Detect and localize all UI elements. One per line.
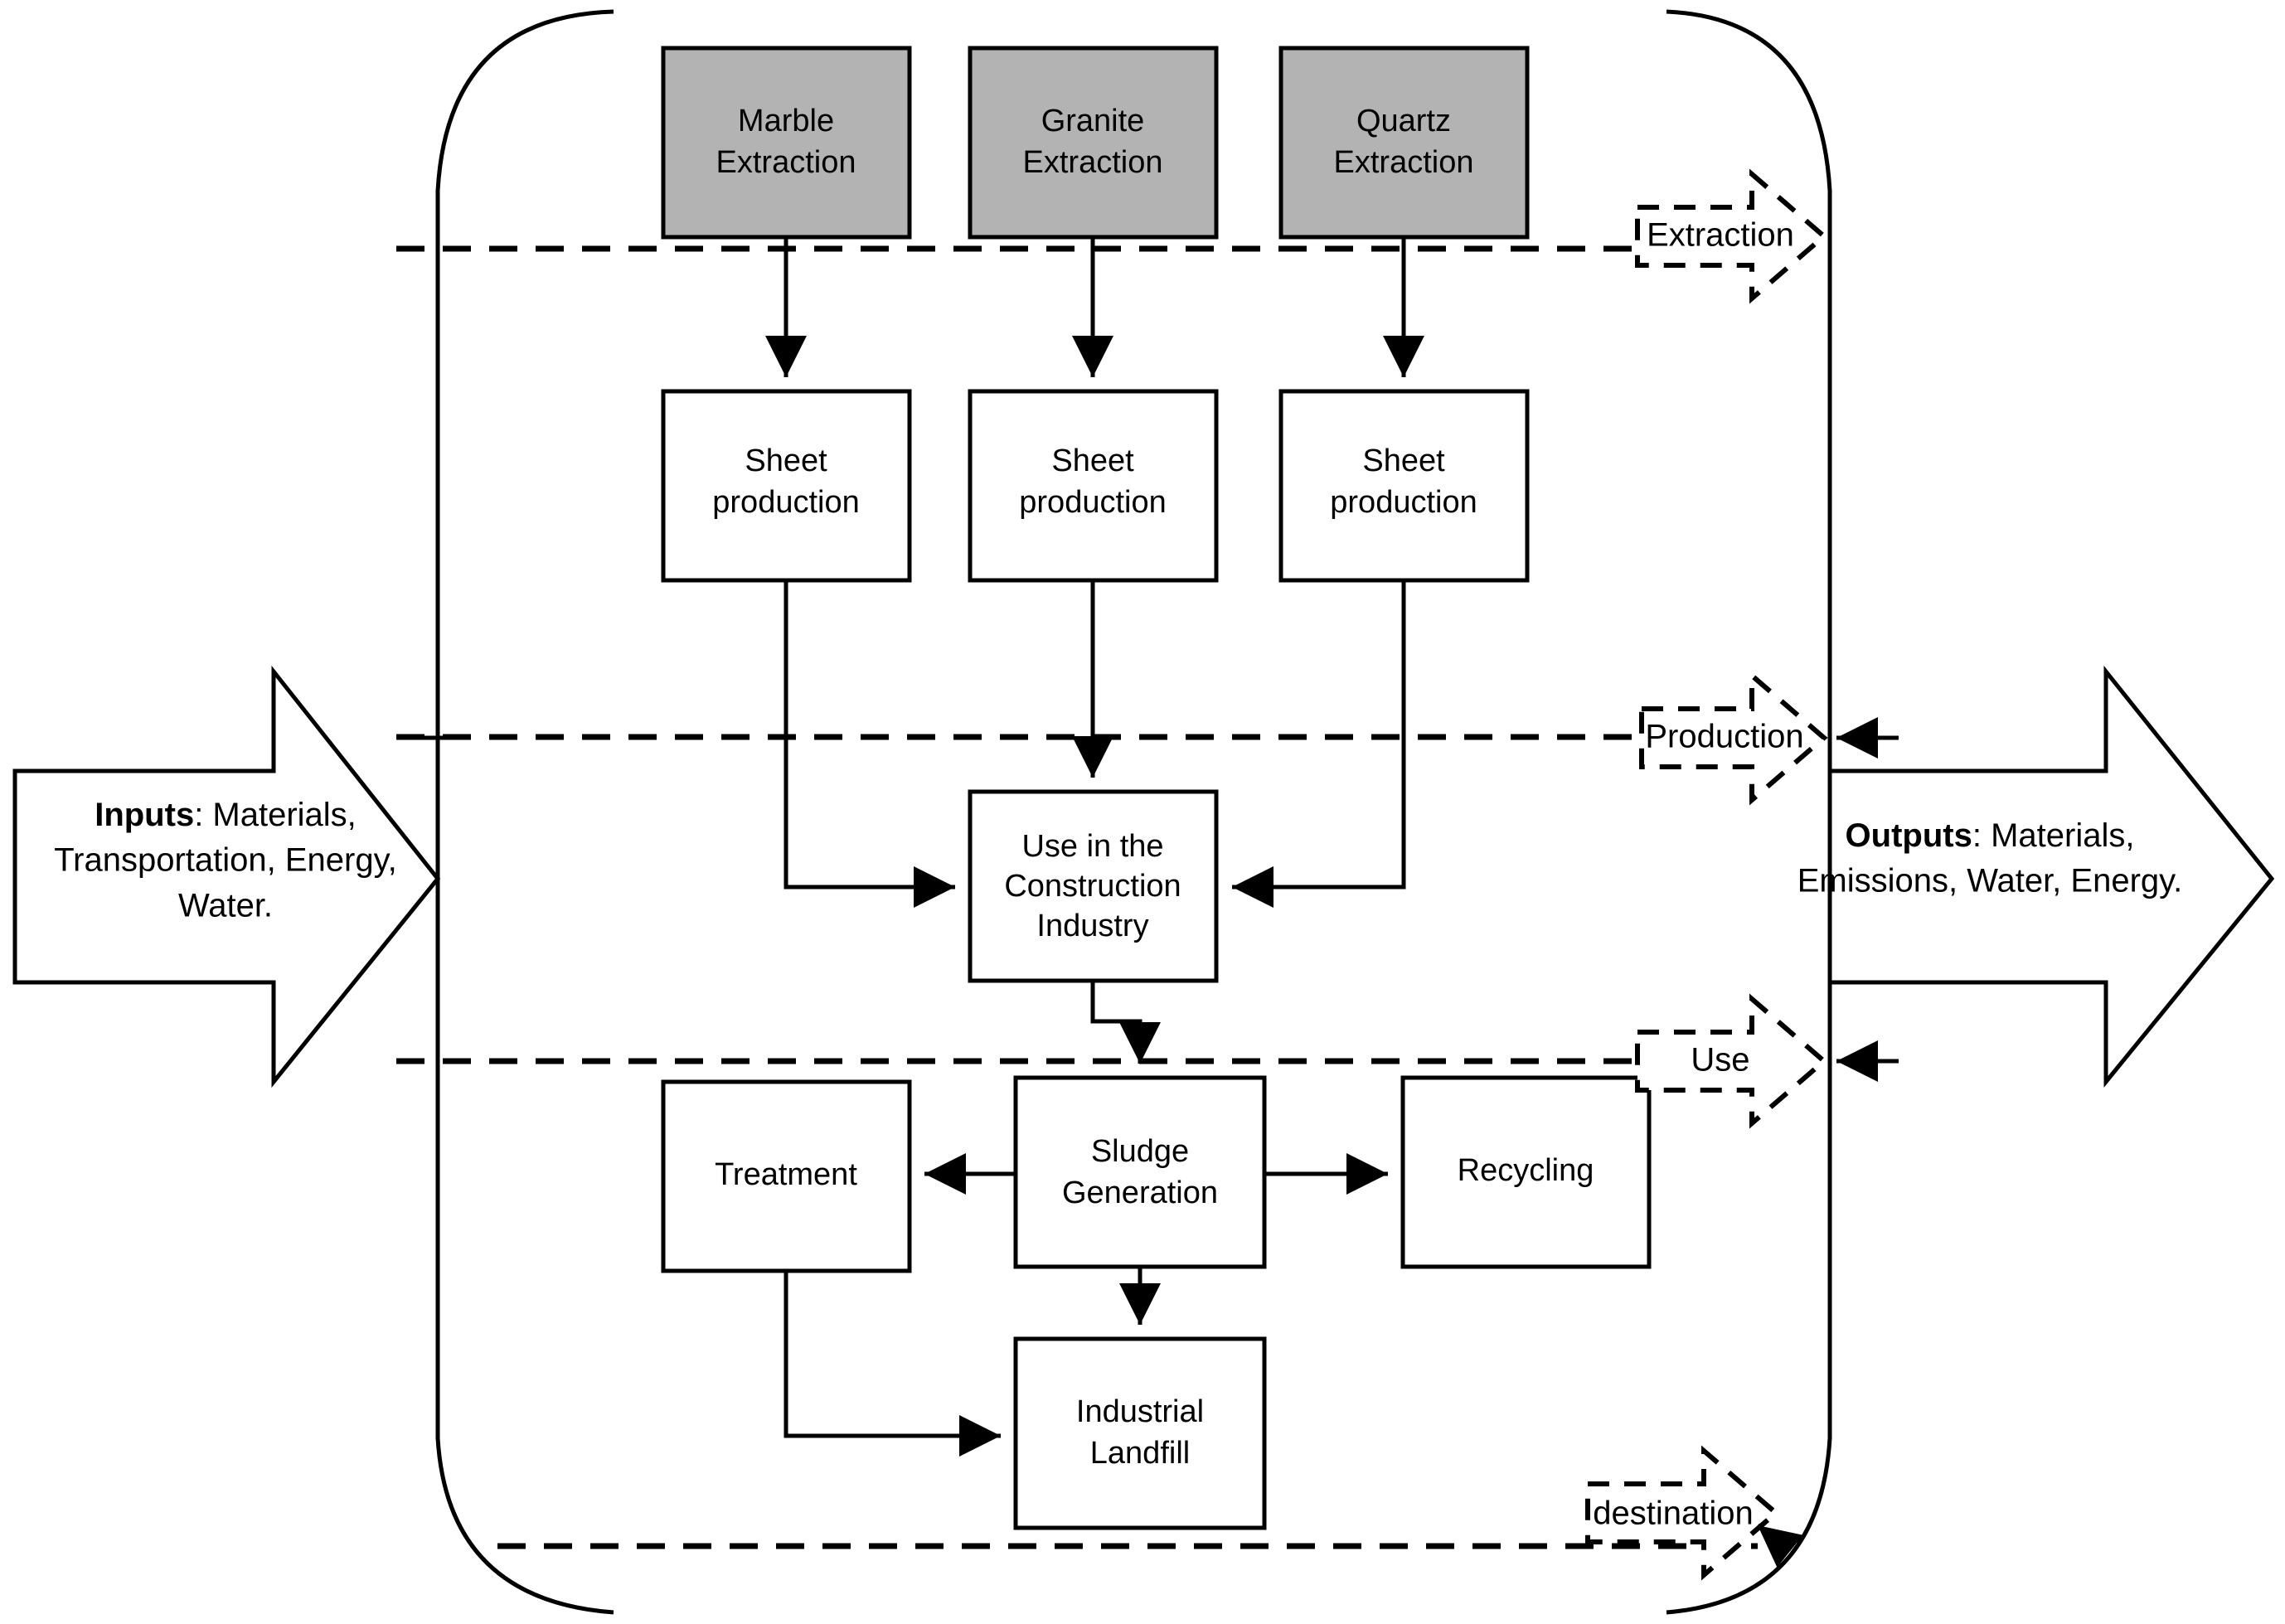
edge-sheet-marble-to-use <box>783 580 955 908</box>
sheet-production-marble-line-1: Sheet <box>745 444 827 478</box>
inputs-line-1: Inputs: Materials, <box>95 797 357 833</box>
sheet-production-quartz-line-1: Sheet <box>1362 444 1445 478</box>
stage-label-production[interactable]: Production <box>1639 670 1828 806</box>
stage-use-text: Use <box>1691 1042 1749 1079</box>
node-sludge-generation[interactable]: Sludge Generation <box>1013 1075 1267 1269</box>
node-granite-extraction[interactable]: Granite Extraction <box>968 46 1219 240</box>
sheet-production-granite-line-2: production <box>1019 485 1166 520</box>
use-construction-line-1: Use in the <box>1021 829 1163 864</box>
stage-label-destination[interactable]: destination <box>1585 1445 1780 1581</box>
node-treatment[interactable]: Treatment <box>661 1079 912 1273</box>
sheet-production-granite-line-1: Sheet <box>1051 444 1134 478</box>
granite-extraction-line-2: Extraction <box>1023 145 1163 180</box>
stage-extraction-text: Extraction <box>1647 217 1794 254</box>
flow-connectors <box>765 237 1424 1457</box>
node-recycling[interactable]: Recycling <box>1400 1075 1652 1269</box>
node-sheet-production-quartz[interactable]: Sheet production <box>1278 389 1530 583</box>
node-marble-extraction[interactable]: Marble Extraction <box>661 46 912 240</box>
edge-sheet-quartz-to-use <box>1232 580 1406 908</box>
outputs-line-1: Outputs: Materials, <box>1846 817 2135 854</box>
node-sheet-production-granite[interactable]: Sheet production <box>968 389 1219 583</box>
outputs-line-2: Emissions, Water, Energy. <box>1797 863 2183 899</box>
stage-production-text: Production <box>1645 719 1803 755</box>
marble-extraction-line-2: Extraction <box>716 145 856 180</box>
sheet-production-quartz-line-2: production <box>1330 485 1477 520</box>
sludge-generation-line-1: Sludge <box>1091 1134 1189 1169</box>
edge-use-to-sludge <box>1090 981 1161 1064</box>
node-quartz-extraction[interactable]: Quartz Extraction <box>1278 46 1530 240</box>
recycling-label: Recycling <box>1458 1153 1594 1188</box>
industrial-landfill-line-1: Industrial <box>1076 1394 1204 1429</box>
tick-destination <box>1756 1524 1803 1568</box>
node-sheet-production-marble[interactable]: Sheet production <box>661 389 912 583</box>
node-industrial-landfill[interactable]: Industrial Landfill <box>1013 1336 1267 1530</box>
stage-destination-text: destination <box>1593 1496 1753 1532</box>
quartz-extraction-line-2: Extraction <box>1334 145 1474 180</box>
stage-label-extraction[interactable]: Extraction <box>1635 168 1828 304</box>
inputs-line-3: Water. <box>178 888 273 924</box>
use-construction-line-2: Construction <box>1004 869 1181 904</box>
sludge-generation-line-2: Generation <box>1062 1176 1218 1210</box>
extraction-row: Marble Extraction Granite Extraction Qua… <box>661 46 1530 240</box>
outputs-arrow: Outputs: Materials, Emissions, Water, En… <box>1797 665 2275 1088</box>
sheet-production-marble-line-2: production <box>712 485 859 520</box>
marble-extraction-line-1: Marble <box>738 104 834 138</box>
inputs-line-2: Transportation, Energy, <box>54 842 397 879</box>
use-construction-line-3: Industry <box>1036 909 1148 943</box>
node-use-construction[interactable]: Use in the Construction Industry <box>968 789 1219 983</box>
stage-label-use[interactable]: Use <box>1635 993 1828 1129</box>
edge-treatment-to-landfill <box>783 1271 1001 1457</box>
inputs-arrow: Inputs: Materials, Transportation, Energ… <box>12 665 441 1088</box>
destination-row: Treatment Sludge Generation Recycling In… <box>661 1075 1652 1530</box>
quartz-extraction-line-1: Quartz <box>1356 104 1451 138</box>
production-row: Sheet production Sheet production Sheet … <box>661 389 1530 583</box>
treatment-label: Treatment <box>715 1157 857 1192</box>
industrial-landfill-line-2: Landfill <box>1090 1436 1190 1471</box>
granite-extraction-line-1: Granite <box>1041 104 1145 138</box>
stage-boundary-ticks <box>419 717 1899 1568</box>
stage-dividers <box>396 245 1758 1549</box>
